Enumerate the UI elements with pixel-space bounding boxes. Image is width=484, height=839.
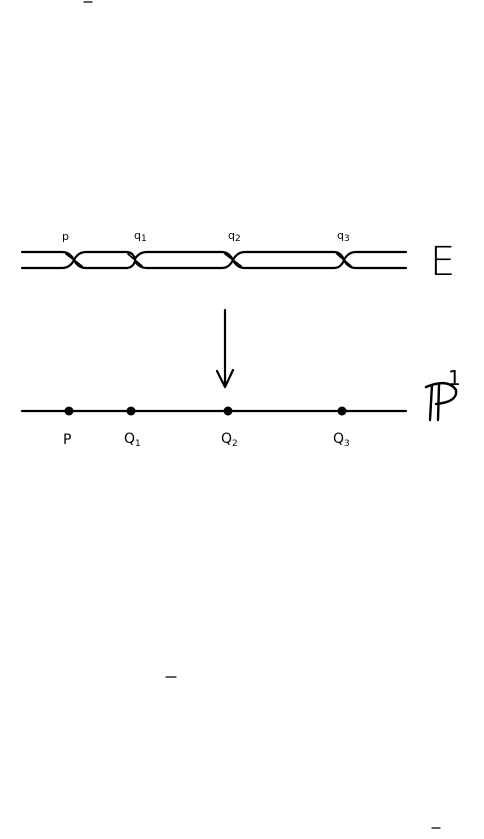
node-label-q3: q3 bbox=[337, 229, 350, 244]
curve-label-e: E bbox=[430, 239, 455, 285]
curve-top-strand bbox=[22, 252, 406, 260]
node-q1-crossing bbox=[128, 254, 142, 266]
point-label-q1: Q1 bbox=[124, 431, 141, 449]
point-p bbox=[65, 407, 74, 416]
node-label-q2: q2 bbox=[228, 229, 241, 244]
point-q2 bbox=[224, 407, 233, 416]
map-arrow bbox=[217, 310, 233, 387]
node-label-p: p bbox=[62, 230, 69, 243]
node-q2-crossing bbox=[225, 254, 241, 266]
point-label-q3: Q3 bbox=[333, 431, 350, 449]
line-label-p1: 1 P bbox=[0, 0, 461, 420]
point-label-q2: Q2 bbox=[221, 431, 238, 449]
node-q3-crossing bbox=[337, 254, 351, 266]
node-label-q1: q1 bbox=[134, 229, 147, 244]
point-q3 bbox=[338, 407, 347, 416]
curve-e bbox=[22, 252, 406, 268]
point-q1 bbox=[127, 407, 136, 416]
point-label-p: P bbox=[63, 432, 71, 448]
node-p-crossing bbox=[66, 254, 82, 266]
line-label-superscript: 1 bbox=[448, 366, 461, 390]
